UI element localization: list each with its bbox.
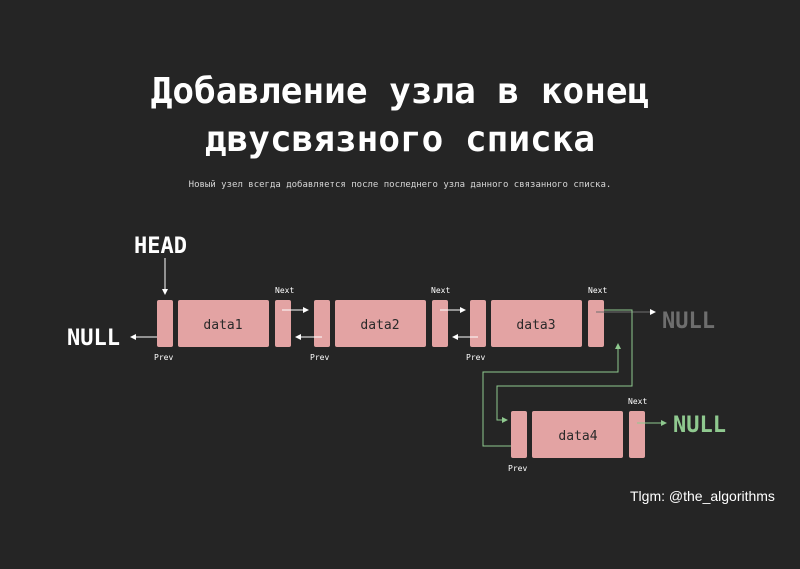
node-1: data1 Prev Next bbox=[154, 286, 294, 362]
title-line-2: двусвязного списка bbox=[204, 119, 596, 160]
diagram-subtitle: Новый узел всегда добавляется после посл… bbox=[188, 180, 612, 190]
node-1-next-cell bbox=[275, 300, 291, 347]
node-3-prev-label: Prev bbox=[466, 353, 485, 362]
diagram-title: Добавление узла в конец двусвязного спис… bbox=[0, 68, 800, 164]
node-3-prev-cell bbox=[470, 300, 486, 347]
node-2-next-cell bbox=[432, 300, 448, 347]
node-4: data4 Prev Next bbox=[508, 397, 647, 473]
node-3: data3 Prev Next bbox=[466, 286, 607, 362]
node-2-prev-label: Prev bbox=[310, 353, 329, 362]
node-2-prev-cell bbox=[314, 300, 330, 347]
node-1-next-label: Next bbox=[275, 286, 294, 295]
null-right-old-label: NULL bbox=[662, 309, 715, 334]
node-4-next-cell bbox=[629, 411, 645, 458]
node-2: data2 Prev Next bbox=[310, 286, 450, 362]
head-label: HEAD bbox=[134, 234, 187, 259]
node-4-label: data4 bbox=[558, 429, 597, 444]
credit-label: Tlgm: @the_algorithms bbox=[630, 488, 775, 504]
null-right-new-label: NULL bbox=[673, 413, 726, 438]
node-4-prev-cell bbox=[511, 411, 527, 458]
node-1-prev-label: Prev bbox=[154, 353, 173, 362]
title-line-1: Добавление узла в конец bbox=[150, 71, 650, 112]
node-3-data-cell bbox=[491, 300, 582, 347]
node-2-label: data2 bbox=[360, 318, 399, 333]
node-2-data-cell bbox=[335, 300, 426, 347]
node-3-next-cell bbox=[588, 300, 604, 347]
link-4-to-3-prev bbox=[482, 343, 621, 447]
null-left-label: NULL bbox=[67, 326, 120, 351]
node-3-label: data3 bbox=[516, 318, 555, 333]
link-3-to-4-next bbox=[496, 309, 633, 423]
node-1-prev-cell bbox=[157, 300, 173, 347]
node-4-data-cell bbox=[532, 411, 623, 458]
node-1-label: data1 bbox=[203, 318, 242, 333]
node-4-next-label: Next bbox=[628, 397, 647, 406]
node-3-next-label: Next bbox=[588, 286, 607, 295]
node-4-prev-label: Prev bbox=[508, 464, 527, 473]
node-1-data-cell bbox=[178, 300, 269, 347]
node-2-next-label: Next bbox=[431, 286, 450, 295]
